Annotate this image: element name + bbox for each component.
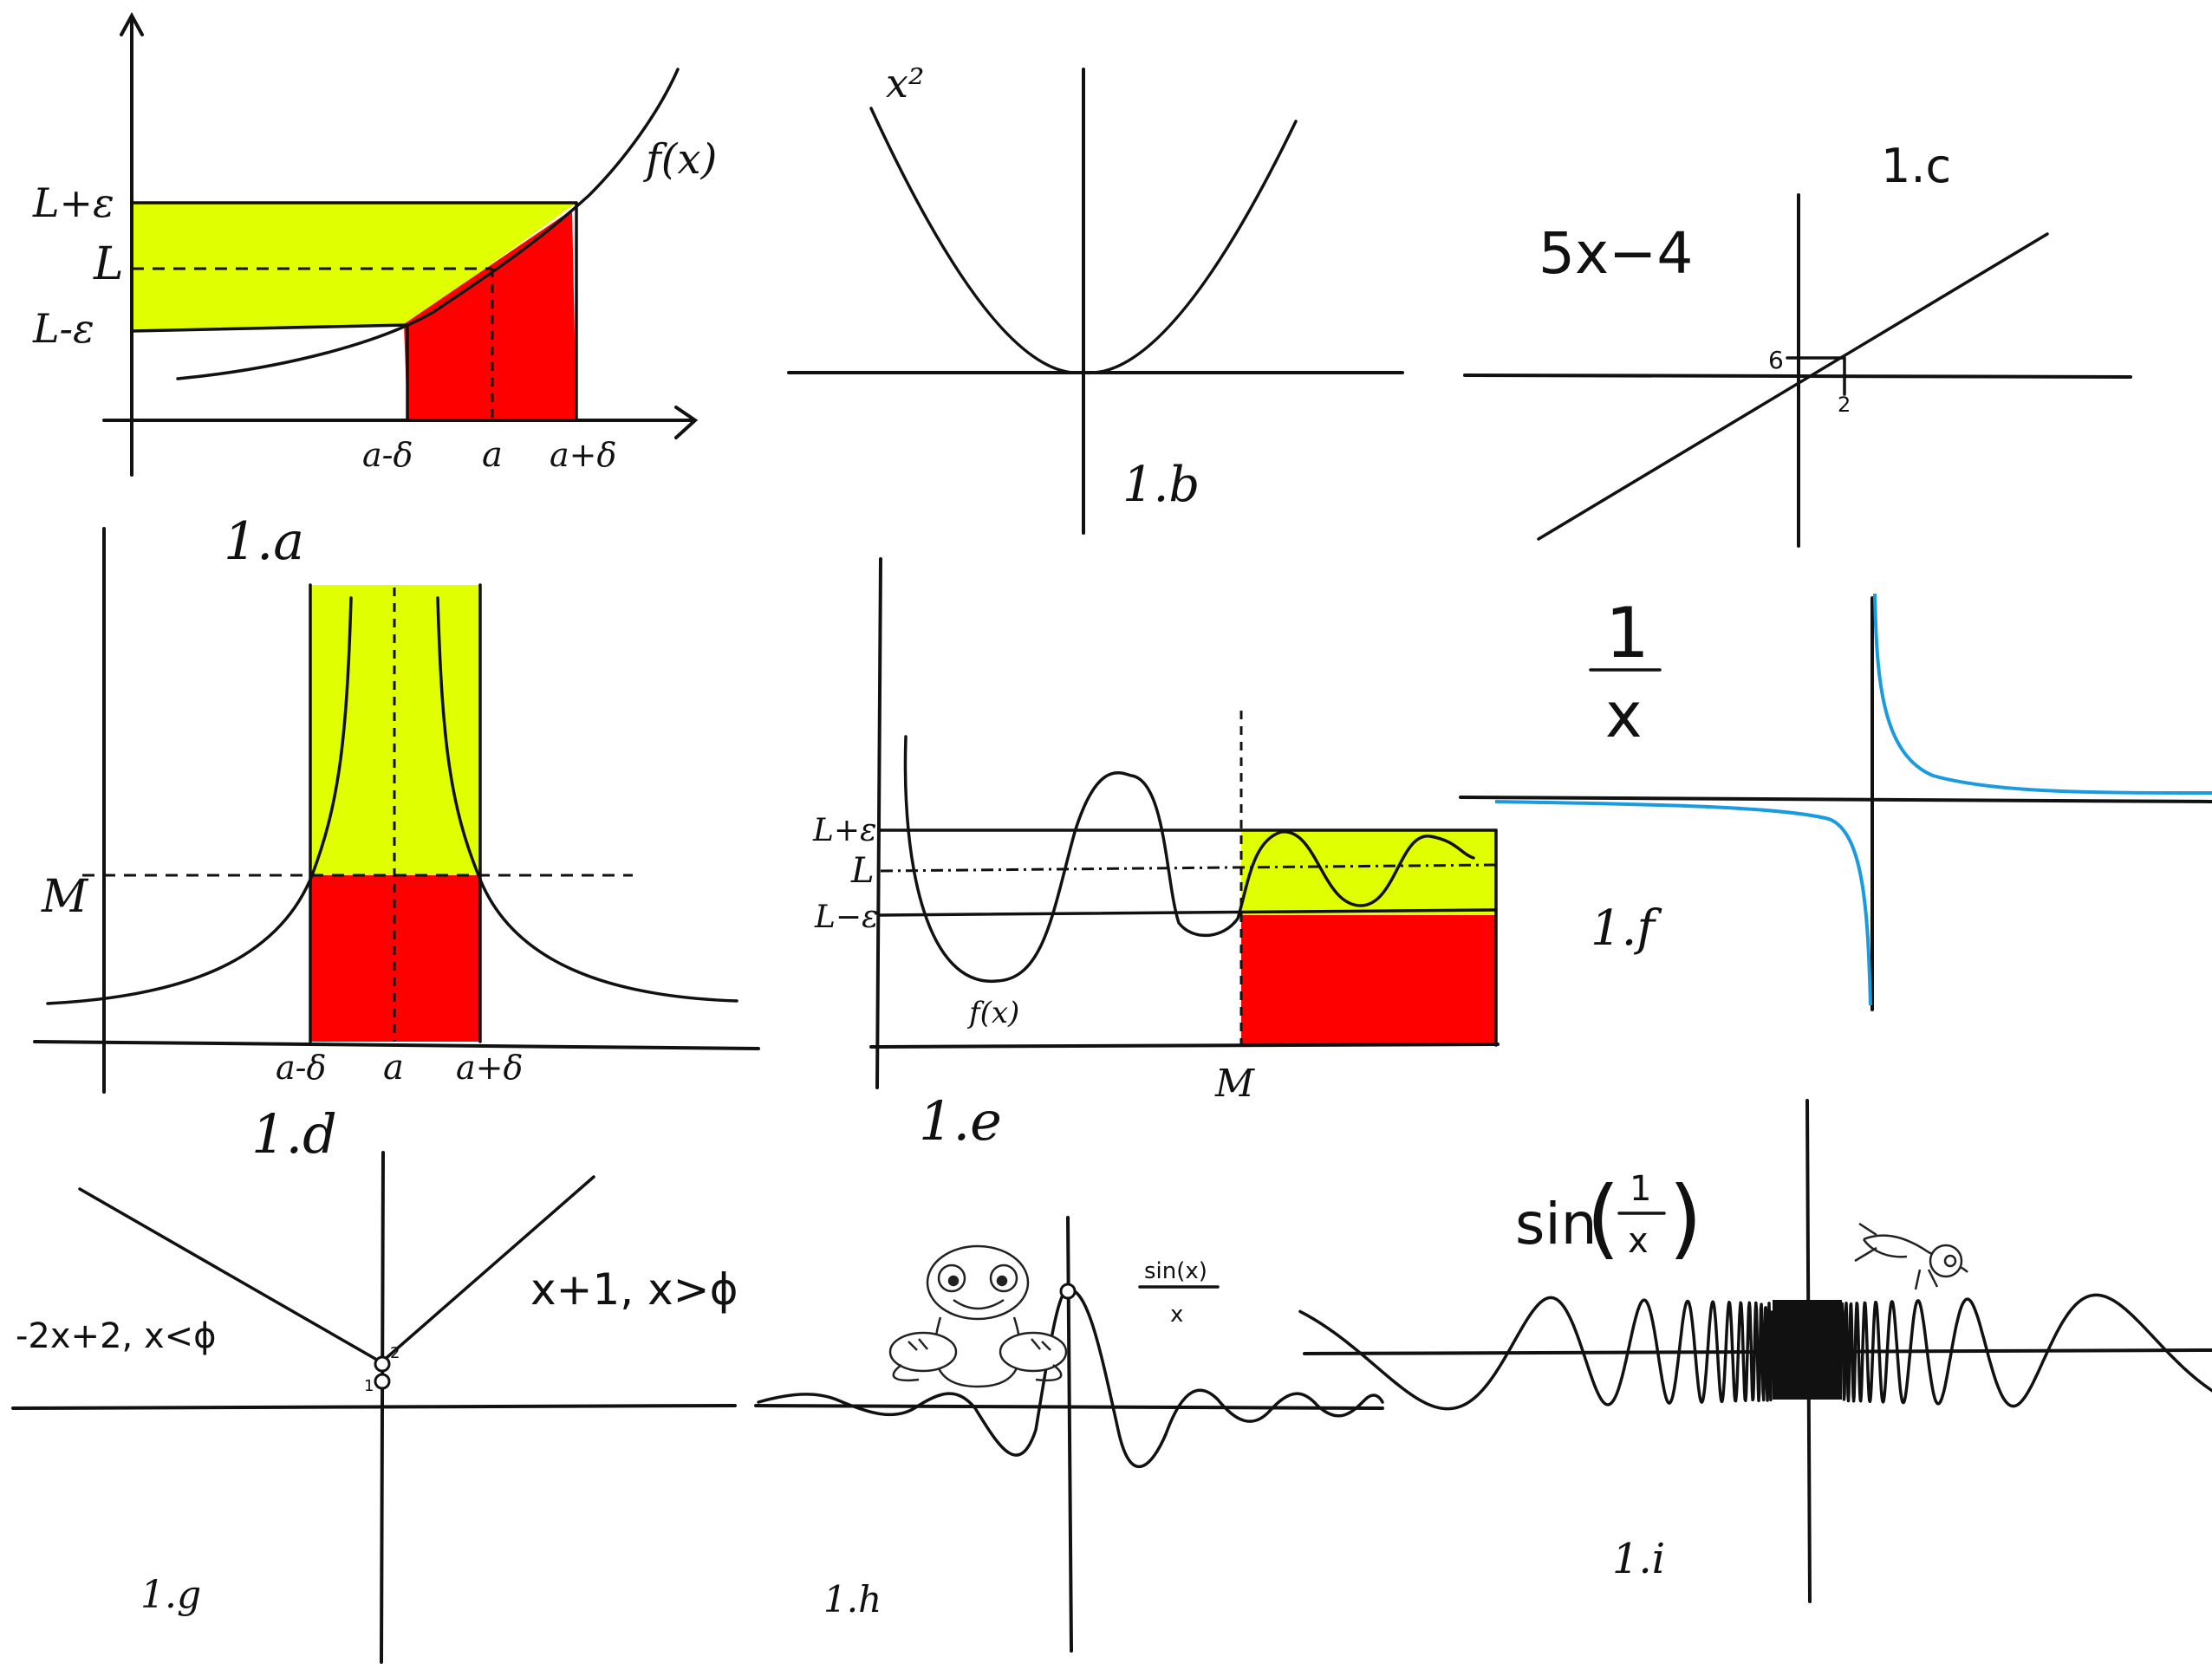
epsilon-band-fill <box>1241 830 1496 915</box>
caption-1h: 1.h <box>823 1578 882 1621</box>
frog-icon <box>888 1244 1068 1388</box>
panel-1d: M a-δ a a+δ 1.d <box>33 527 760 1166</box>
tick-box <box>1786 356 1846 396</box>
x-axis <box>1463 374 2132 379</box>
x-axis <box>33 1040 760 1050</box>
lower-epsilon-line <box>130 323 409 333</box>
caption-1a: 1.a <box>224 511 304 572</box>
dense-oscillation-block <box>1773 1300 1842 1400</box>
caption-1g: 1.g <box>140 1573 201 1617</box>
label-f-of-x: f(x) <box>643 135 717 184</box>
label-L-plus-epsilon: L+ε <box>32 179 114 226</box>
label-f-of-x: f(x) <box>966 996 1019 1030</box>
label-5x-minus-4: 5x−4 <box>1539 220 1693 287</box>
x-axis-arrow <box>674 406 699 439</box>
label-a-minus-delta: a-δ <box>276 1049 326 1087</box>
caption-1i: 1.i <box>1612 1535 1665 1583</box>
limit-dotted-line <box>880 863 1497 873</box>
label-a-minus-delta: a-δ <box>362 436 413 474</box>
label-open-paren: ( <box>1586 1167 1620 1269</box>
label-L-minus-epsilon: L−ε <box>814 900 878 935</box>
open-point-top <box>374 1355 391 1373</box>
hyperbola-right-branch <box>1873 593 2212 795</box>
panel-1b: x² 1.b <box>787 60 1404 535</box>
delta-region-fill <box>404 210 576 420</box>
label-denominator-x: x <box>1605 679 1643 751</box>
label-a-plus-delta: a+δ <box>456 1049 523 1087</box>
x-axis <box>869 1043 1500 1049</box>
panel-1h: sin(x) x 1.h <box>754 1216 1384 1653</box>
label-sin: sin <box>1515 1191 1597 1257</box>
panel-1i: sin ( 1 x ) 1.i <box>1298 1099 2212 1603</box>
caption-1f: 1.f <box>1591 900 1662 957</box>
label-L-plus-epsilon: L+ε <box>812 813 876 848</box>
removable-discontinuity-point <box>1059 1283 1077 1300</box>
label-L: L <box>850 851 875 891</box>
panel-1e: L+ε L L−ε f(x) M 1.e <box>812 557 1500 1153</box>
label-frac-num: 1 <box>1630 1169 1651 1209</box>
oscillating-function-curve <box>903 735 1475 983</box>
sin-one-over-x-curve <box>1298 1293 2212 1411</box>
label-point-1: 1 <box>364 1377 374 1395</box>
x-axis <box>11 1404 737 1410</box>
label-right-piece: x+1, x>ϕ <box>530 1264 738 1315</box>
label-x-squared: x² <box>886 60 924 107</box>
label-sin-x: sin(x) <box>1144 1258 1207 1284</box>
hyperbola-left-branch <box>1494 800 1872 1006</box>
y-axis <box>1066 1216 1073 1653</box>
right-piece-line <box>380 1175 595 1364</box>
label-left-piece: -2x+2, x<ϕ <box>16 1316 217 1356</box>
label-L: L <box>93 238 124 290</box>
label-a: a <box>383 1048 404 1088</box>
label-L-minus-epsilon: L-ε <box>32 305 94 352</box>
sinc-curve <box>757 1288 1384 1469</box>
caption-1b: 1.b <box>1122 457 1200 513</box>
label-point-2: 2 <box>390 1344 400 1362</box>
caption-1c: 1.c <box>1881 139 1951 193</box>
label-y-tick-6: 6 <box>1768 346 1784 374</box>
left-branch-curve <box>46 596 353 1005</box>
y-axis-arrow <box>120 11 144 36</box>
lower-epsilon-line <box>879 908 1498 917</box>
label-numerator-1: 1 <box>1605 593 1649 673</box>
label-a-plus-delta: a+δ <box>550 436 616 474</box>
y-axis <box>875 557 882 1089</box>
epsilon-band-fill <box>132 203 576 331</box>
x-axis <box>754 1404 1384 1410</box>
x-axis <box>1459 796 2212 803</box>
panel-1f: 1 x 1.f <box>1459 593 2212 1011</box>
label-M: M <box>1214 1062 1255 1106</box>
open-point-bottom <box>374 1373 391 1390</box>
panel-1a: L+ε L L-ε a-δ a a+δ f(x) 1.a <box>32 11 717 572</box>
linear-function-line <box>1537 232 2049 541</box>
label-close-paren: ) <box>1669 1167 1702 1269</box>
right-branch-curve <box>436 596 738 1003</box>
label-a: a <box>482 435 503 475</box>
label-x-tick-2: 2 <box>1838 393 1851 417</box>
label-frac-den: x <box>1628 1221 1649 1261</box>
tail-region-fill <box>1241 915 1496 1045</box>
panel-1g: 2 1 -2x+2, x<ϕ x+1, x>ϕ 1.g <box>11 1151 738 1664</box>
parabola-curve <box>869 107 1298 374</box>
function-curve <box>176 68 680 380</box>
label-M: M <box>41 871 89 923</box>
left-piece-line <box>78 1187 383 1364</box>
leaping-frog-icon <box>1854 1222 1968 1290</box>
panel-1c: 5x−4 6 2 1.c <box>1463 139 2132 548</box>
caption-1d: 1.d <box>251 1102 337 1166</box>
label-x: x <box>1170 1302 1183 1328</box>
caption-1e: 1.e <box>919 1089 1002 1153</box>
